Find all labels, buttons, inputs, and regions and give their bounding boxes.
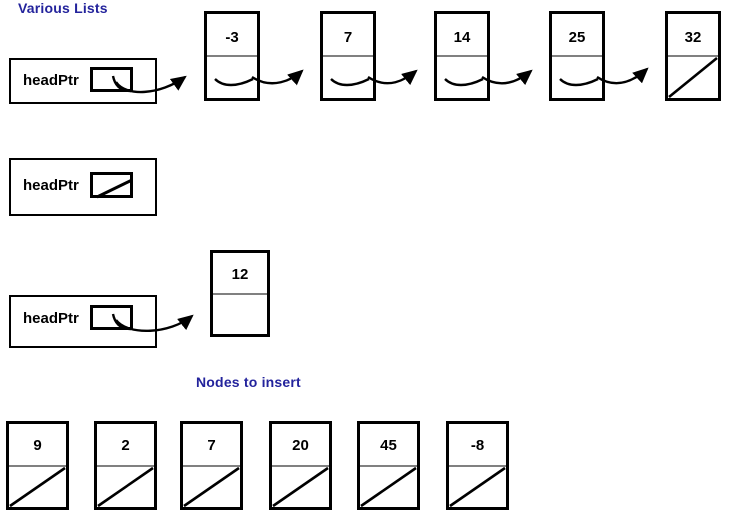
node-value: -3	[225, 29, 239, 46]
null-slash-icon	[272, 466, 329, 508]
list-1-node-3: 25	[549, 11, 605, 101]
headptr-label-list-2: headPtr	[23, 177, 79, 194]
insert-node-4: 45	[357, 421, 420, 510]
node-value: 14	[453, 29, 471, 46]
list-1-node-1: 7	[320, 11, 376, 101]
node-divider	[668, 55, 718, 57]
node-next-field	[213, 295, 267, 334]
node-next-field	[437, 57, 487, 98]
node-next-field-null	[360, 466, 417, 508]
node-value: 45	[380, 437, 397, 454]
insert-node-2: 7	[180, 421, 243, 510]
node-divider	[207, 55, 257, 57]
headptr-label-list-3: headPtr	[23, 310, 79, 327]
node-divider	[552, 55, 602, 57]
node-next-field-null	[183, 466, 240, 508]
headptr-label-list-1: headPtr	[23, 72, 79, 89]
node-value: 2	[121, 437, 130, 454]
headptr-box-list-1: headPtr	[9, 58, 157, 104]
headptr-slot-list-1	[90, 67, 133, 93]
insert-node-0: 9	[6, 421, 69, 510]
pointer-tail-icon	[444, 77, 484, 87]
section-title-nodes-to-insert: Nodes to insert	[196, 374, 301, 390]
node-next-field-null	[272, 466, 329, 508]
node-value: 32	[684, 29, 702, 46]
node-next-field-null	[668, 56, 718, 99]
null-slash-icon	[97, 466, 154, 508]
node-next-field-null	[97, 466, 154, 508]
list-1-node-4: 32	[665, 11, 721, 101]
null-slash-icon	[96, 178, 133, 199]
node-divider	[97, 465, 154, 467]
pointer-tail-icon	[214, 77, 254, 87]
node-divider	[323, 55, 373, 57]
insert-node-1: 2	[94, 421, 157, 510]
node-next-field-null	[449, 466, 506, 508]
node-divider	[9, 465, 66, 467]
node-value: 9	[33, 437, 42, 454]
pointer-tail-icon	[559, 77, 599, 87]
node-next-field-null	[9, 466, 66, 508]
list-1-node-0: -3	[204, 11, 260, 101]
node-value: 7	[207, 437, 216, 454]
node-divider	[183, 465, 240, 467]
list-3-node-0: 12	[210, 250, 270, 337]
headptr-slot-list-2	[90, 172, 133, 199]
node-value: 20	[292, 437, 309, 454]
null-slash-icon	[360, 466, 417, 508]
null-slash-icon	[668, 56, 718, 99]
node-value: -8	[470, 437, 485, 454]
pointer-tail-icon	[111, 313, 132, 331]
node-next-field	[207, 57, 257, 98]
node-divider	[272, 465, 329, 467]
headptr-slot-list-3	[90, 305, 133, 331]
list-1-node-2: 14	[434, 11, 490, 101]
node-value: 12	[231, 266, 249, 283]
node-divider	[213, 293, 267, 295]
headptr-box-list-3: headPtr	[9, 295, 157, 348]
node-divider	[449, 465, 506, 467]
node-next-field	[552, 57, 602, 98]
pointer-tail-icon	[330, 77, 370, 87]
null-slash-icon	[449, 466, 506, 508]
node-next-field	[323, 57, 373, 98]
section-title-various-lists: Various Lists	[18, 0, 108, 16]
insert-node-3: 20	[269, 421, 332, 510]
null-slash-icon	[183, 466, 240, 508]
insert-node-5: -8	[446, 421, 509, 510]
node-value: 25	[568, 29, 586, 46]
node-divider	[360, 465, 417, 467]
pointer-tail-icon	[111, 75, 132, 93]
node-divider	[437, 55, 487, 57]
null-slash-icon	[9, 466, 66, 508]
headptr-box-list-2: headPtr	[9, 158, 157, 216]
node-value: 7	[343, 29, 353, 46]
